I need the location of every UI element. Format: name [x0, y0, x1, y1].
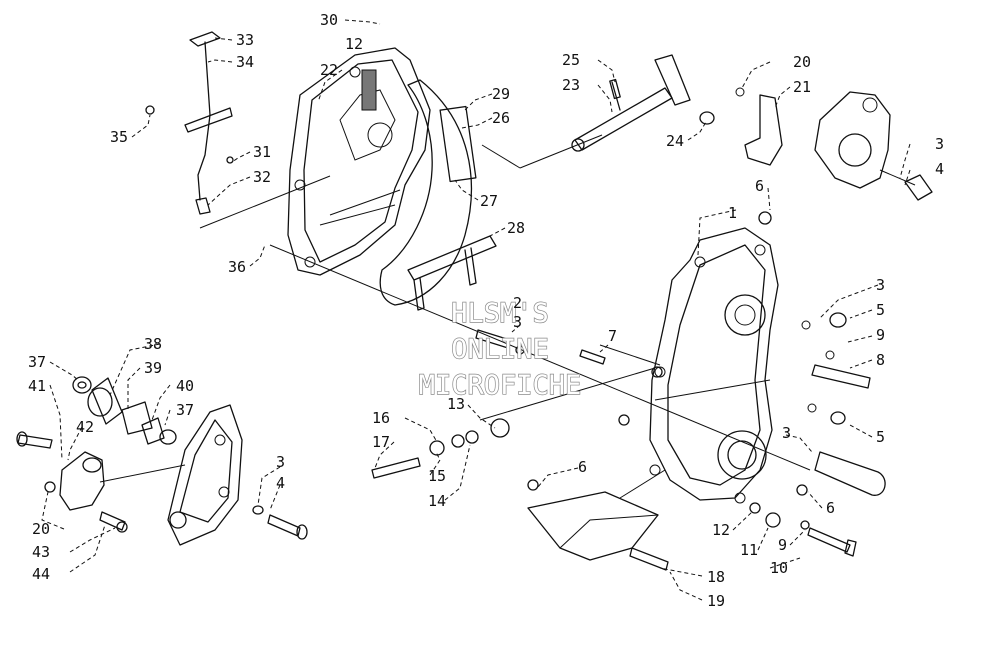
- callout-3-left: 3: [276, 453, 285, 471]
- callout-25: 25: [562, 51, 580, 69]
- callout-21: 21: [793, 78, 811, 96]
- idler-assembly: [16, 376, 177, 533]
- callout-14: 14: [428, 492, 446, 510]
- callout-22: 22: [320, 61, 338, 79]
- callout-31: 31: [253, 143, 271, 161]
- callout-30: 30: [320, 11, 338, 29]
- callout-2: 2: [513, 294, 522, 312]
- watermark-line-1: HLSM'S: [451, 298, 549, 329]
- callout-16: 16: [372, 409, 390, 427]
- callout-5-upper: 5: [876, 301, 885, 319]
- callout-3-top-right: 3: [935, 135, 944, 153]
- callout-19: 19: [707, 592, 725, 610]
- callout-43: 43: [32, 543, 50, 561]
- callout-3-right-lower: 3: [782, 424, 791, 442]
- watermark-line-3: MICROFICHE: [419, 370, 582, 401]
- callout-15: 15: [428, 467, 446, 485]
- callout-42: 42: [76, 418, 94, 436]
- center-bolt-stack: [371, 329, 663, 479]
- callout-3-center: 3: [513, 313, 522, 331]
- callout-32: 32: [253, 168, 271, 186]
- callout-8: 8: [876, 351, 885, 369]
- callout-1: 1: [728, 204, 737, 222]
- right-fasteners: [749, 211, 886, 557]
- callout-6-center: 6: [578, 458, 587, 476]
- callout-37-right: 37: [176, 401, 194, 419]
- callout-11: 11: [740, 541, 758, 559]
- callout-29: 29: [492, 85, 510, 103]
- callout-24: 24: [666, 132, 684, 150]
- callout-9-lower: 9: [778, 536, 787, 554]
- assembly-axis-lines: [99, 134, 811, 499]
- tensioner-block: [527, 479, 669, 571]
- callout-6-top: 6: [755, 177, 764, 195]
- callout-18: 18: [707, 568, 725, 586]
- left-rod-assembly: [145, 31, 234, 215]
- lower-left-guard: [167, 404, 308, 546]
- callout-23: 23: [562, 76, 580, 94]
- upper-right-housing: [735, 87, 933, 201]
- callout-27: 27: [480, 192, 498, 210]
- callout-41: 41: [28, 377, 46, 395]
- cover-gasket: [379, 79, 477, 306]
- tensioner-shaft: [407, 235, 497, 311]
- callout-40: 40: [176, 377, 194, 395]
- callout-34: 34: [236, 53, 254, 71]
- callout-36: 36: [228, 258, 246, 276]
- shift-shaft: [571, 54, 715, 152]
- callout-4-left: 4: [276, 474, 285, 492]
- callout-20-left: 20: [32, 520, 50, 538]
- upper-chaincase-cover: [287, 47, 431, 276]
- callout-37-left: 37: [28, 353, 46, 371]
- callout-17: 17: [372, 433, 390, 451]
- callout-33: 33: [236, 31, 254, 49]
- watermark-line-2: ONLINE: [451, 334, 549, 365]
- callout-39: 39: [144, 359, 162, 377]
- callout-9-upper: 9: [876, 326, 885, 344]
- callout-13: 13: [447, 395, 465, 413]
- callout-5-lower: 5: [876, 428, 885, 446]
- callout-38: 38: [144, 335, 162, 353]
- leader-lines: [41, 19, 911, 601]
- callout-20-top: 20: [793, 53, 811, 71]
- callout-3-right-upper: 3: [876, 276, 885, 294]
- main-chaincase: [649, 227, 779, 504]
- watermark: HLSM'S ONLINE MICROFICHE: [418, 297, 582, 401]
- callout-44: 44: [32, 565, 50, 583]
- callout-12-lower: 12: [712, 521, 730, 539]
- callout-10: 10: [770, 559, 788, 577]
- callout-4-top-right: 4: [935, 160, 944, 178]
- callout-12-top: 12: [345, 35, 363, 53]
- callout-35: 35: [110, 128, 128, 146]
- callout-labels: 1 2 3 3 3 3 3 4 4 5 5 6 6 6 6 7 8 9 9 10…: [28, 11, 944, 610]
- callout-7: 7: [608, 327, 617, 345]
- callout-26: 26: [492, 109, 510, 127]
- callout-6-right: 6: [826, 499, 835, 517]
- callout-28: 28: [507, 219, 525, 237]
